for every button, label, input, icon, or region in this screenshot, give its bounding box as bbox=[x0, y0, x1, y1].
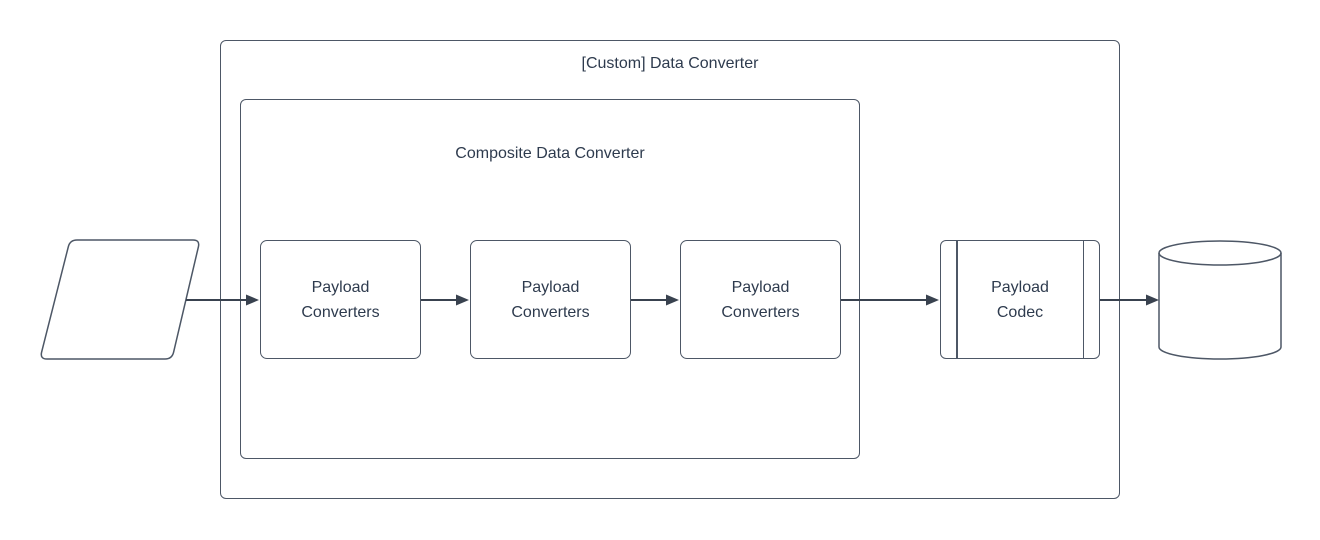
payload-converters-label-3: Payload Converters bbox=[721, 278, 800, 321]
codec-right-bar bbox=[1082, 241, 1084, 358]
payload-converters-node-3: Payload Converters bbox=[680, 240, 841, 359]
payload-codec-node: Payload Codec bbox=[940, 240, 1100, 359]
codec-left-bar bbox=[956, 241, 958, 358]
composite-data-converter-title: Composite Data Converter bbox=[455, 145, 645, 162]
input-label: Input bbox=[102, 291, 138, 308]
cluster-storage-label: Cluster Storage bbox=[1161, 252, 1279, 356]
payload-converters-node-1: Payload Converters bbox=[260, 240, 421, 359]
payload-converters-label-2: Payload Converters bbox=[511, 278, 590, 321]
payload-converters-label-1: Payload Converters bbox=[301, 278, 380, 321]
payload-codec-label: Payload Codec bbox=[991, 278, 1049, 321]
custom-data-converter-container: [Custom] Data Converter bbox=[220, 40, 1120, 499]
cluster-storage-label-text: Cluster Storage bbox=[1191, 283, 1249, 325]
composite-data-converter-container: Composite Data Converter bbox=[240, 99, 860, 459]
payload-converters-node-2: Payload Converters bbox=[470, 240, 631, 359]
custom-data-converter-title: [Custom] Data Converter bbox=[581, 55, 759, 72]
